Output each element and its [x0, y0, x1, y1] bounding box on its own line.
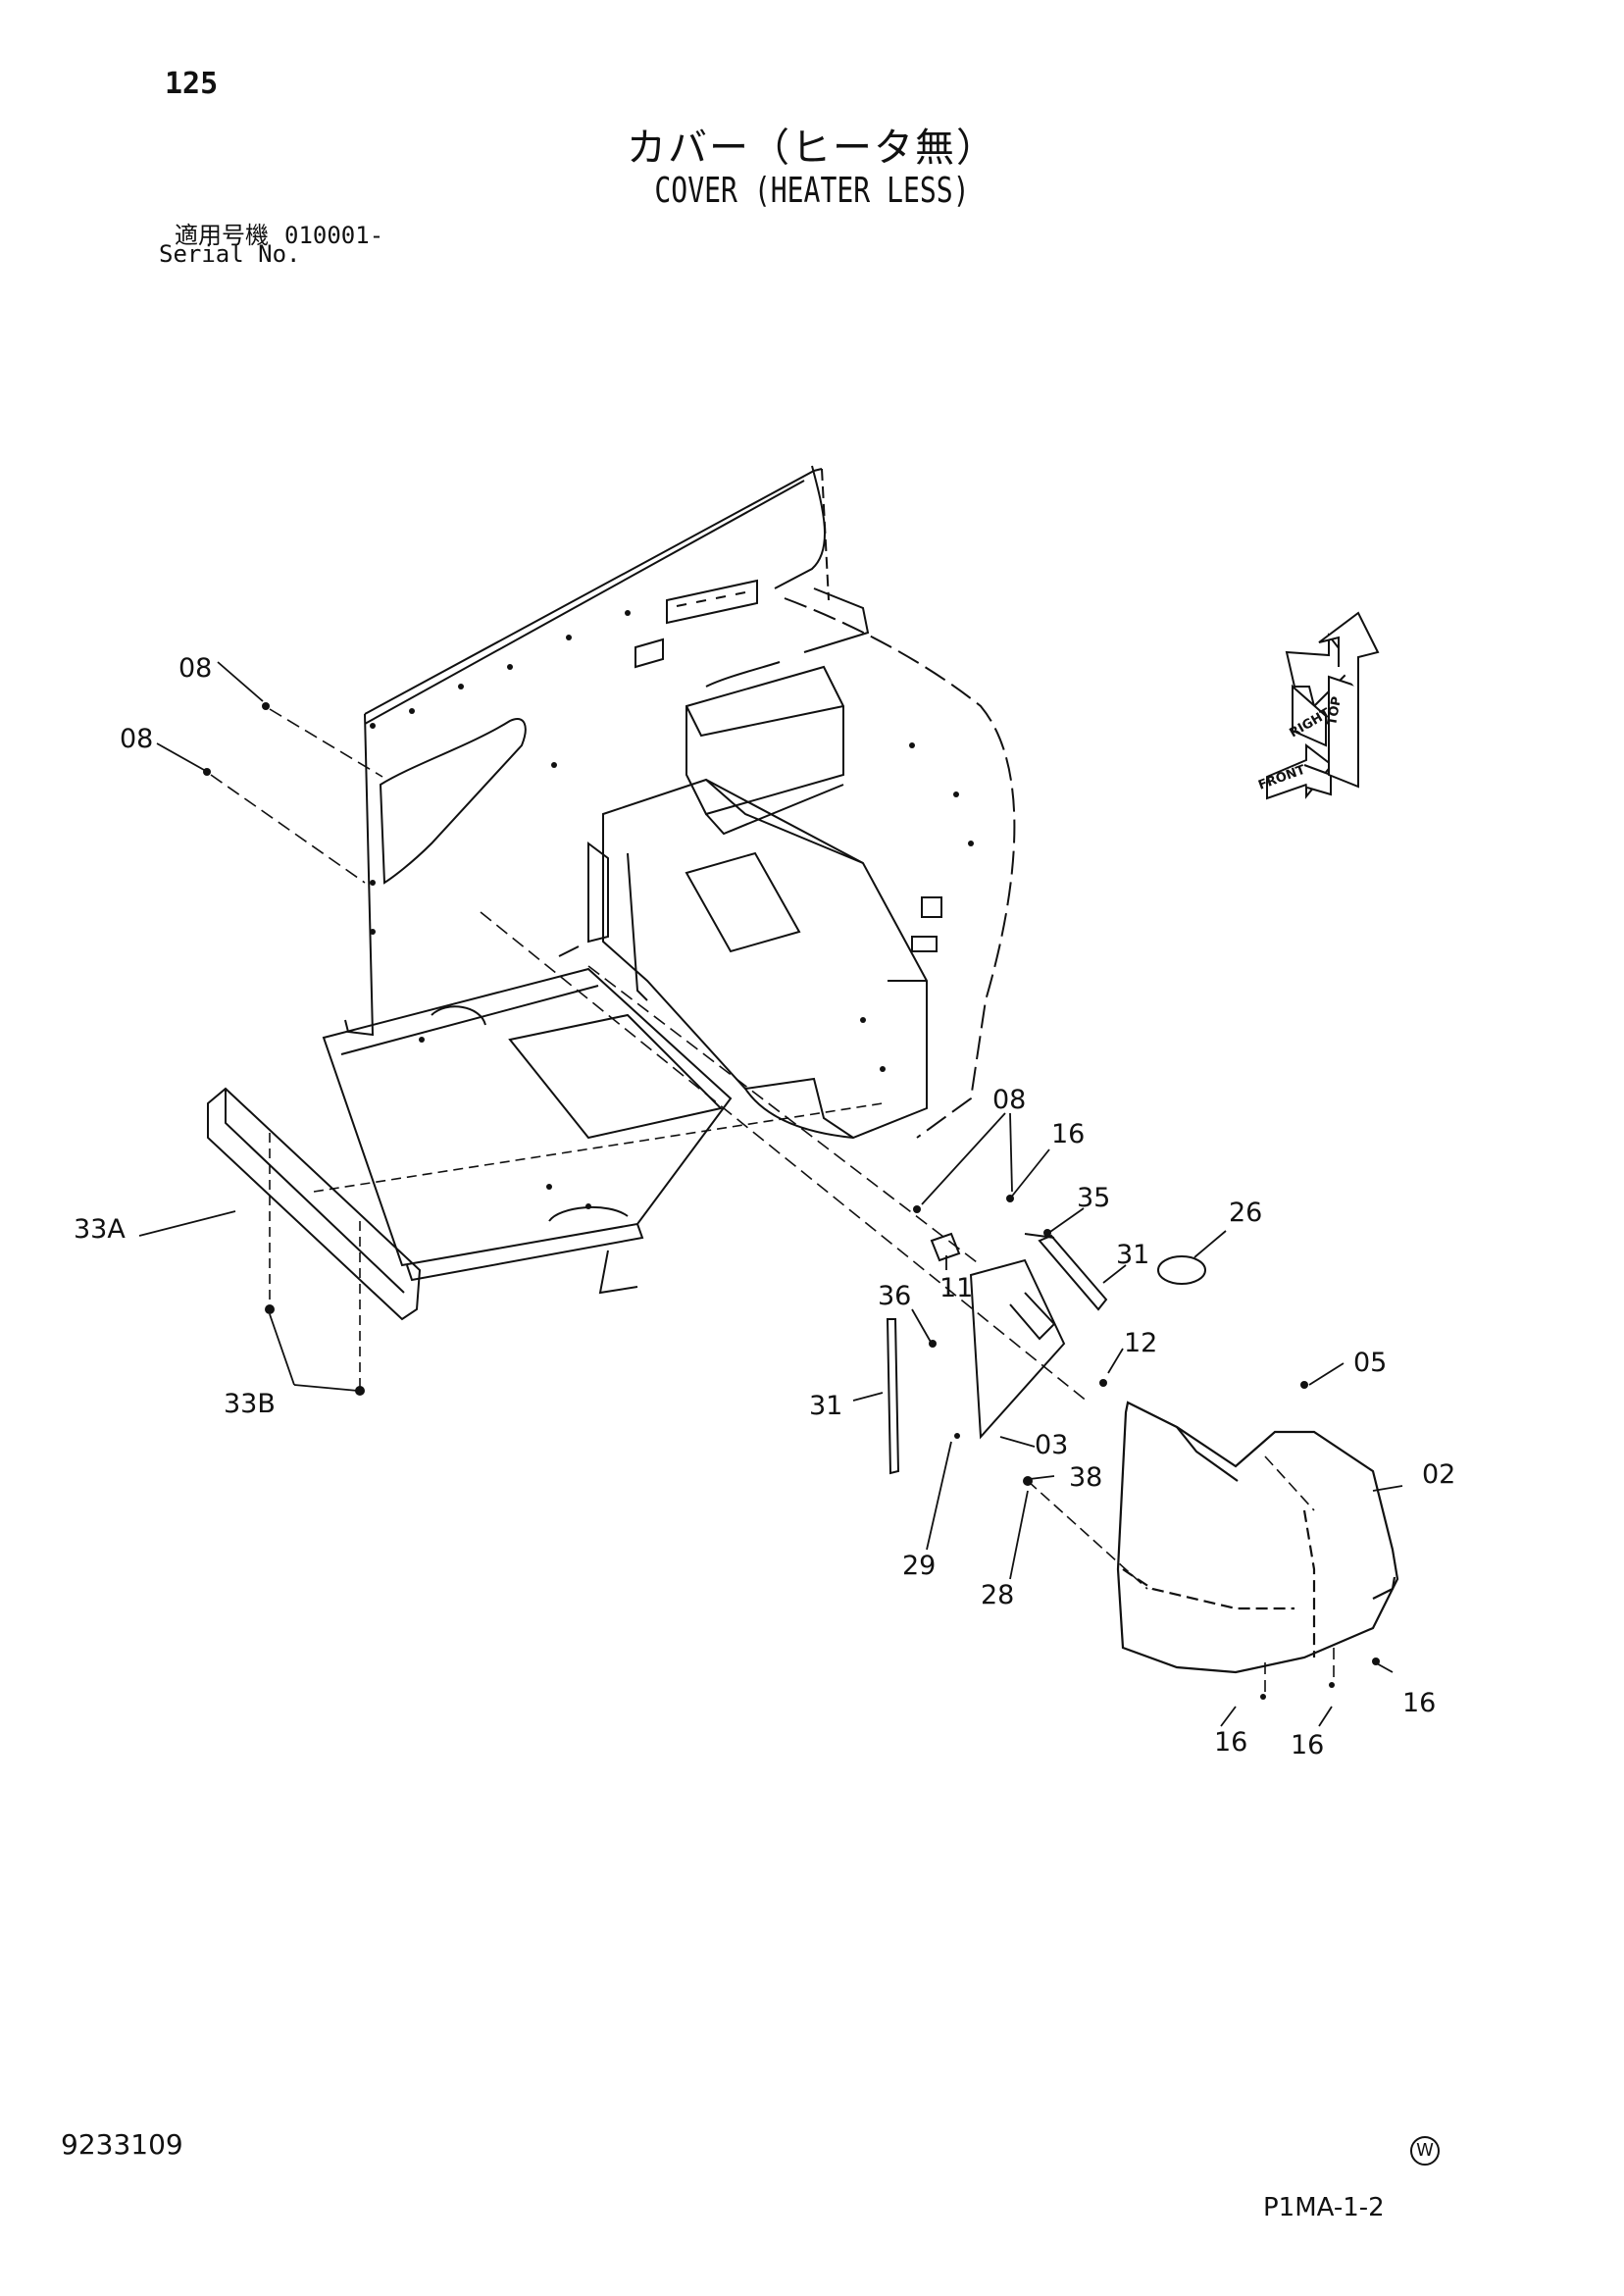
callout-leaders	[138, 661, 1403, 1727]
part-33b-bolts	[265, 1304, 365, 1396]
part-11-bracket	[930, 1232, 961, 1262]
callout-08-lower: 08	[120, 724, 153, 754]
callout-16-bottom-left: 16	[1214, 1727, 1247, 1758]
callout-38: 38	[1069, 1462, 1102, 1493]
callout-36: 36	[878, 1281, 911, 1311]
serial-label-en: Serial No.	[159, 240, 301, 268]
mounting-holes	[370, 610, 974, 1209]
callout-16-top: 16	[1051, 1119, 1085, 1149]
serial-value: 010001-	[284, 222, 384, 249]
document-id: 9233109	[61, 2128, 183, 2161]
direction-top-label: TOP	[1325, 695, 1345, 727]
callout-12: 12	[1124, 1328, 1157, 1358]
callout-33a: 33A	[74, 1214, 126, 1245]
callout-11: 11	[939, 1273, 973, 1303]
callout-31-upper: 31	[1116, 1240, 1149, 1270]
part-31-strips	[886, 1233, 1108, 1475]
callout-28: 28	[981, 1580, 1014, 1610]
page-title-english: COVER (HEATER LESS)	[654, 171, 970, 211]
callout-33b: 33B	[224, 1389, 276, 1419]
part-02-leaders	[1027, 1455, 1335, 1697]
callout-31-lower: 31	[809, 1391, 842, 1421]
part-08-leaders	[210, 708, 1090, 1403]
page-title-japanese: カバー（ヒータ無）	[627, 126, 997, 171]
cab-assembly-outline	[322, 465, 1016, 1295]
callout-03: 03	[1035, 1430, 1068, 1460]
page-number: 125	[165, 67, 219, 101]
w-mark-icon: W	[1410, 2136, 1440, 2166]
callout-08-upper: 08	[178, 653, 212, 684]
part-26-cap	[1157, 1255, 1206, 1285]
part-02-cover	[1116, 1401, 1399, 1674]
part-08-bolts	[203, 702, 1014, 1213]
figure-code: P1MA-1-2	[1263, 2193, 1385, 2222]
callout-29: 29	[902, 1551, 936, 1581]
part-03-plate	[969, 1258, 1066, 1440]
callout-16-right: 16	[1402, 1688, 1436, 1718]
callout-02: 02	[1422, 1459, 1455, 1490]
serial-label-jp-text: 適用号機	[175, 222, 269, 249]
part-33a-shape	[207, 1087, 422, 1321]
callout-16-bottom-right: 16	[1291, 1730, 1324, 1760]
serial-label-jp: 適用号機 010001-	[175, 216, 383, 250]
callout-05: 05	[1353, 1348, 1387, 1378]
fasteners	[929, 1229, 1380, 1700]
callout-26: 26	[1229, 1198, 1262, 1228]
callout-08-right: 08	[992, 1085, 1026, 1115]
direction-indicator: TOP RIGHT FRONT	[1256, 611, 1380, 800]
callout-35: 35	[1077, 1183, 1110, 1213]
